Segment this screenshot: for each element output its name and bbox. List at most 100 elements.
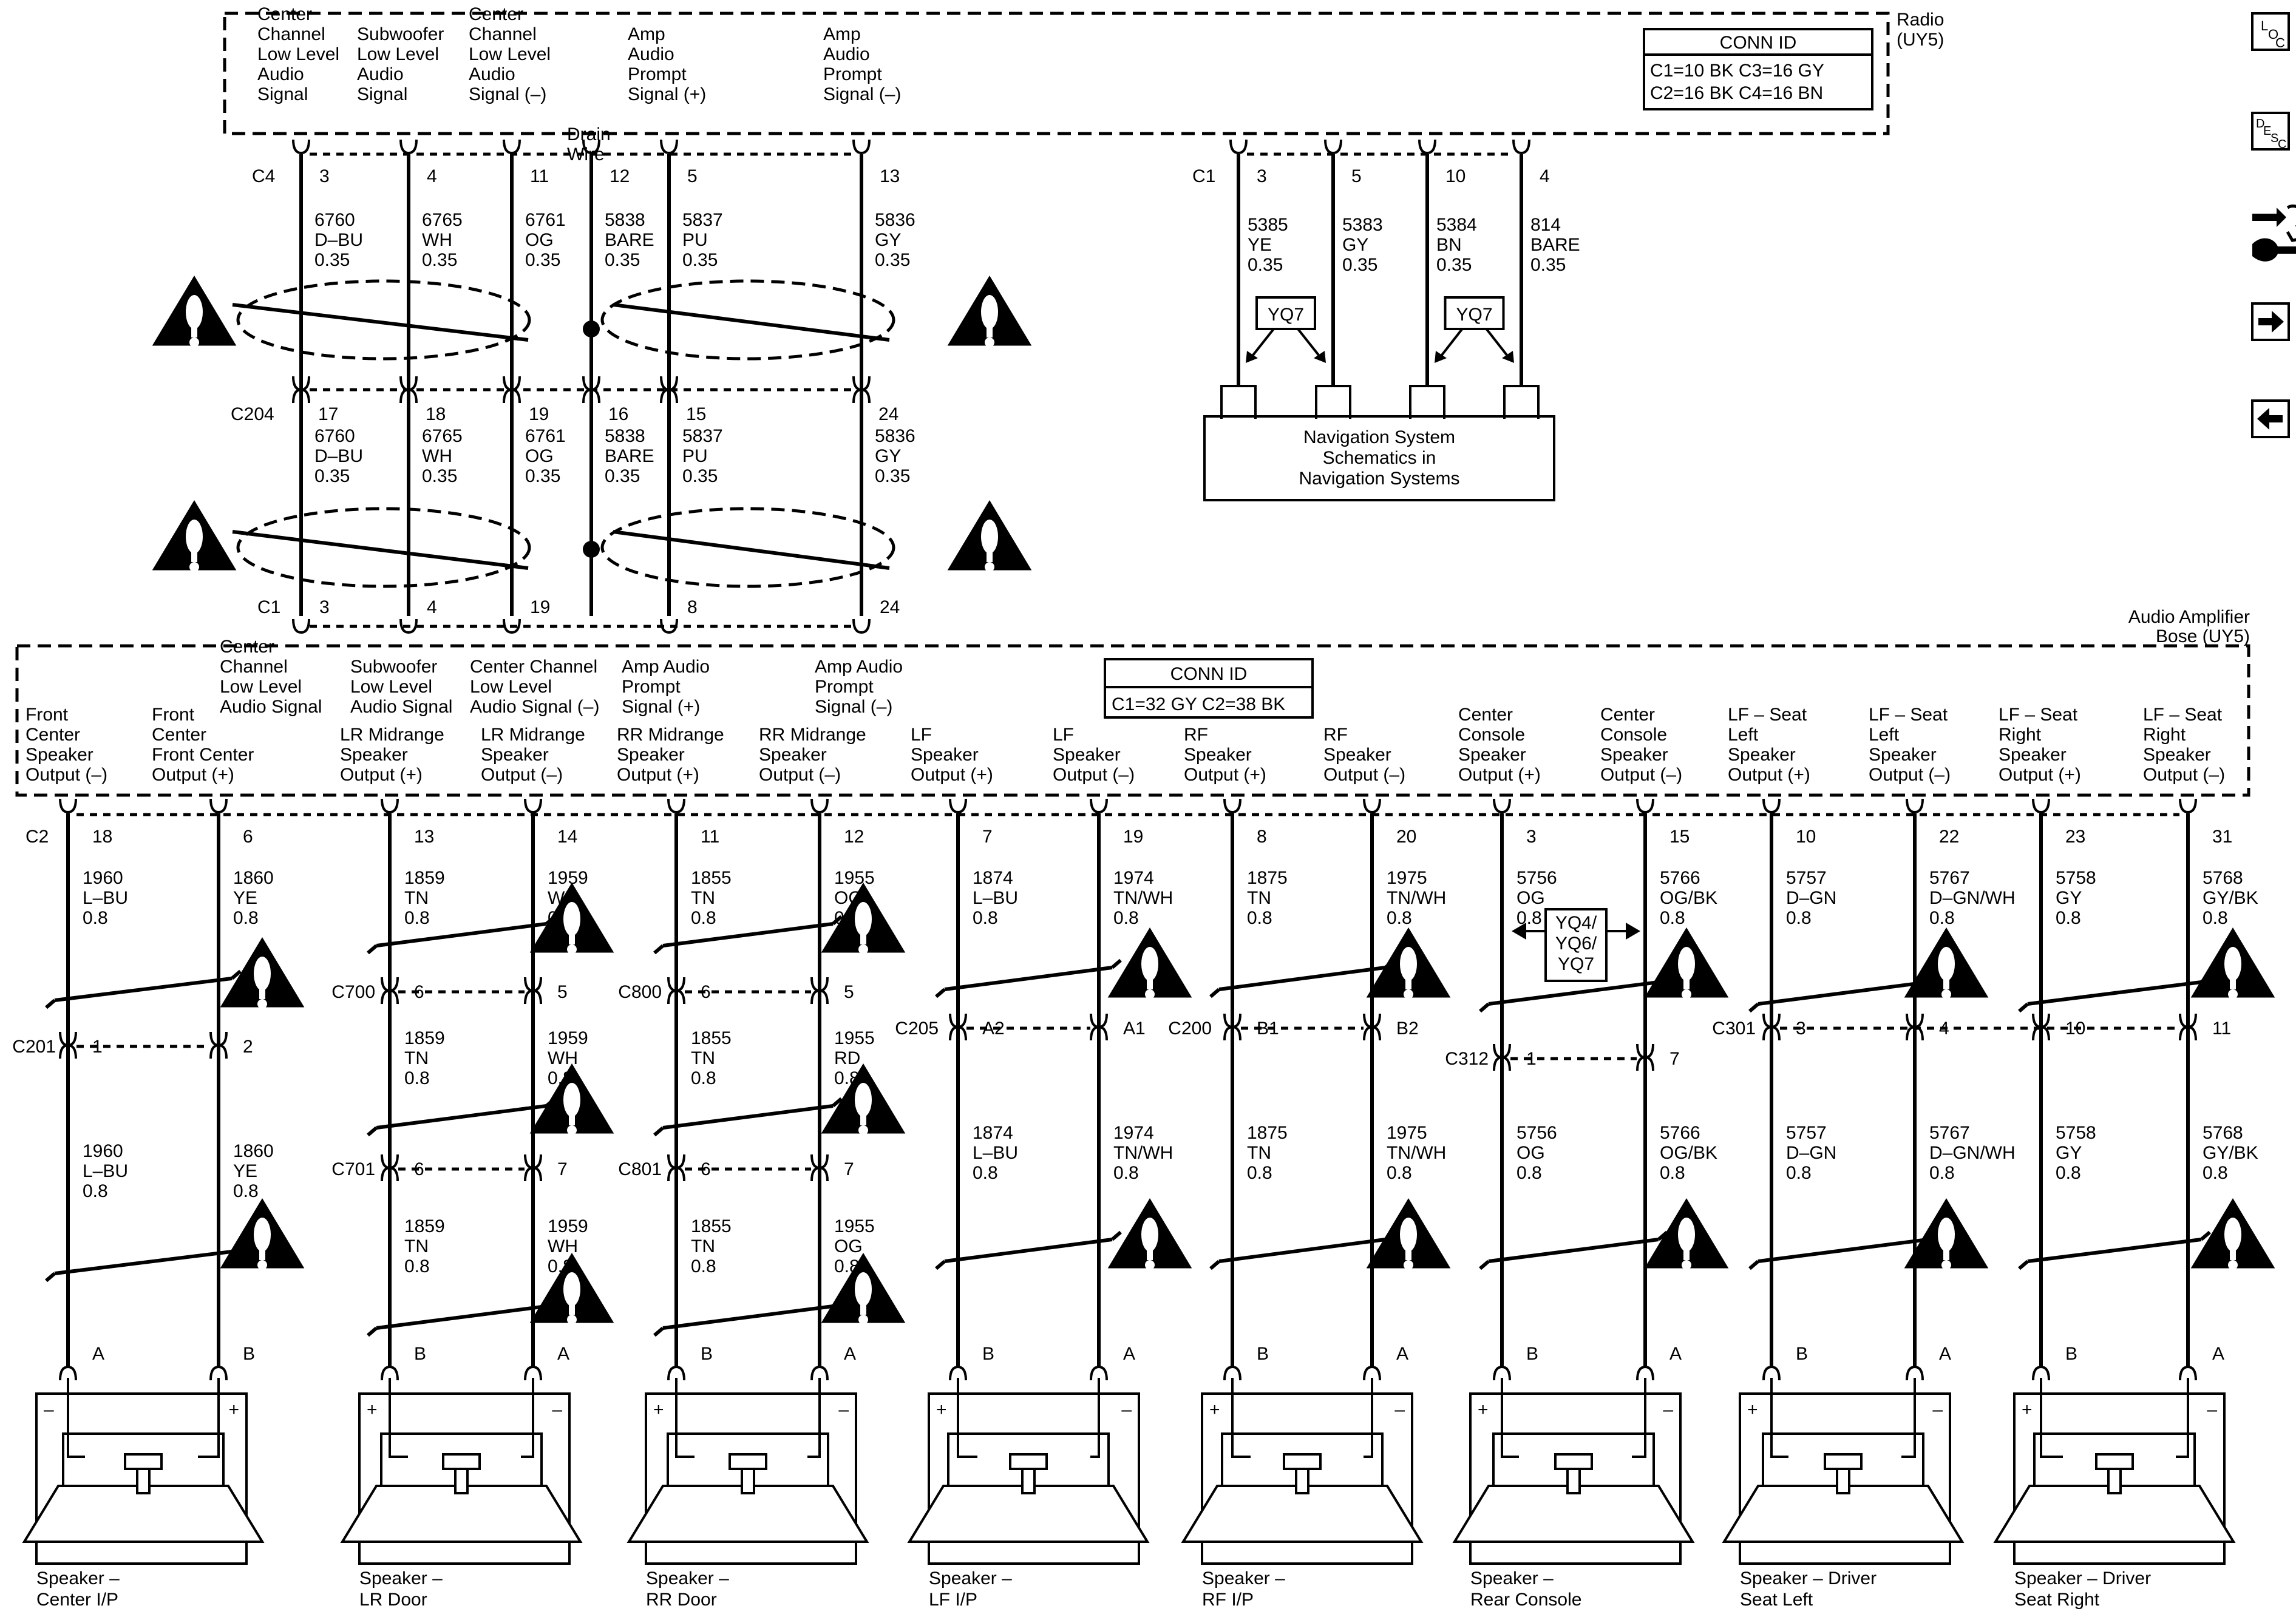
yq-console-line: YQ4/ xyxy=(1555,913,1597,933)
c1-pin-number: 10 xyxy=(1445,166,1466,186)
speaker-lead xyxy=(1364,1378,1373,1458)
twisted-pair-tick xyxy=(935,988,946,998)
amp-c2-pin xyxy=(2032,798,2050,814)
amplifier-name: Audio Amplifier xyxy=(2128,607,2250,627)
c1-pin xyxy=(1324,139,1342,155)
speaker-name: Speaker – xyxy=(929,1568,1012,1588)
radio-conn-id-line1: C1=10 BK C3=16 GY xyxy=(1650,61,1824,81)
amp-output-2-line: Output (+) xyxy=(340,765,423,785)
radio-conn-id-line2: C2=16 BK C4=16 BN xyxy=(1650,83,1823,103)
speaker-pin-label: A xyxy=(1123,1344,1135,1364)
amp-output-4-line: Output (+) xyxy=(617,765,699,785)
exclamation-stem xyxy=(1683,1247,1690,1260)
lower-wire-color: OG/BK xyxy=(1660,1143,1717,1163)
c204-wire-color: D–BU xyxy=(314,446,363,466)
twisted-pair-tick xyxy=(1748,1002,1759,1013)
speaker-lead xyxy=(521,1378,534,1458)
exclamation-dot xyxy=(1682,1260,1691,1270)
exclamation-stem xyxy=(2230,976,2236,989)
upper-wire-size: 0.8 xyxy=(83,908,108,928)
lower-wire-circuit: 1975 xyxy=(1387,1123,1427,1143)
door-mid-wire-color: TN xyxy=(404,1048,429,1068)
upper-wire-circuit: 1960 xyxy=(83,868,123,888)
arrowhead xyxy=(1502,351,1514,363)
upper-wire-size: 0.8 xyxy=(2056,908,2081,928)
yq-arrow xyxy=(1485,328,1510,359)
twisted-pair-line xyxy=(376,1104,547,1130)
tool-arrows-icon[interactable] xyxy=(2252,204,2296,262)
upper-wire-size: 0.8 xyxy=(1929,908,1955,928)
lower-wire-size: 0.8 xyxy=(2056,1163,2081,1183)
amp-output-1-line: Output (+) xyxy=(152,765,234,785)
c4-pin-number: 3 xyxy=(319,166,330,186)
radio-signal-1-line: Signal xyxy=(357,84,407,104)
lower-wire-size: 0.8 xyxy=(1247,1163,1272,1183)
loc-button[interactable]: LOC xyxy=(2251,12,2290,51)
upper-wire-size: 0.8 xyxy=(691,908,716,928)
exclamation-bar xyxy=(1678,947,1695,981)
lower-wire-color: D–GN xyxy=(1786,1143,1836,1163)
upper-wire-circuit: 5758 xyxy=(2056,868,2096,888)
exclamation-stem xyxy=(569,931,575,944)
c204-pin-number: 16 xyxy=(608,404,628,424)
connector-c1-label: C1 xyxy=(1192,166,1215,186)
shield-ellipse-right xyxy=(600,279,895,361)
c205-pin-bottom xyxy=(949,1025,967,1041)
twisted-pair-tick xyxy=(935,1259,946,1270)
amp-c2-pin xyxy=(1906,798,1924,814)
exclamation-bar xyxy=(855,1272,872,1306)
exclamation-bar xyxy=(1938,1218,1955,1252)
amp-c1-pin-number: 24 xyxy=(880,597,900,617)
speaker-lead xyxy=(675,1378,695,1458)
lower-wire-color: WH xyxy=(548,1236,578,1256)
navigation-line1: Navigation System xyxy=(1303,427,1455,447)
c1-pin-number: 5 xyxy=(1351,166,1362,186)
amp-output-14-line: Right xyxy=(1999,725,2042,745)
c700-pin-number: 5 xyxy=(557,982,568,1002)
amp-output-6-line: LF xyxy=(911,725,932,745)
c204-wire-circuit: 6760 xyxy=(314,426,355,446)
c1-wire-circuit: 5384 xyxy=(1436,215,1477,235)
amp-c2-label: C2 xyxy=(25,827,49,847)
c800-pin-bottom xyxy=(810,989,829,1005)
lower-wire-color: TN/WH xyxy=(1113,1143,1173,1163)
c204-pin-number: 17 xyxy=(318,404,338,424)
exclamation-bar xyxy=(563,1083,580,1117)
lower-wire-color: TN xyxy=(404,1236,429,1256)
speaker-pin-label: B xyxy=(414,1344,426,1364)
upper-wire-color: TN xyxy=(404,888,429,908)
c4-wire-size: 0.35 xyxy=(314,250,350,270)
speaker-coil-stem xyxy=(1021,1468,1036,1494)
amp-c2-pin-number: 10 xyxy=(1796,827,1816,847)
speaker-pin-label: A xyxy=(1669,1344,1682,1364)
upper-wire-color: L–BU xyxy=(83,888,128,908)
speaker-polarity: + xyxy=(367,1400,378,1420)
previous-page-button[interactable] xyxy=(2251,399,2290,438)
speaker-polarity: + xyxy=(1209,1400,1220,1420)
c1-wire-color: GY xyxy=(1342,235,1368,255)
twisted-pair-line xyxy=(613,530,890,570)
yq-console-box xyxy=(1544,908,1608,982)
exclamation-stem xyxy=(860,931,866,944)
left-arrow-icon xyxy=(2257,408,2283,430)
amp-output-0-line: Speaker xyxy=(25,745,93,765)
speaker-polarity: + xyxy=(653,1400,664,1420)
lower-wire-circuit: 1974 xyxy=(1113,1123,1154,1143)
arrowhead xyxy=(1246,351,1258,363)
amp-input-signal-4-line: Signal (–) xyxy=(815,697,892,717)
speaker-coil-stem xyxy=(1295,1468,1309,1494)
speaker-pin xyxy=(2179,1365,2197,1381)
radio-name: Radio xyxy=(1897,10,1944,30)
exclamation-bar xyxy=(1938,947,1955,981)
amp-c2-pin-number: 23 xyxy=(2065,827,2085,847)
twisted-pair-line xyxy=(376,1304,547,1330)
radio-signal-0-line: Channel xyxy=(257,24,325,44)
amp-c2-pin-number: 14 xyxy=(557,827,577,847)
c204-pin-bottom xyxy=(292,388,310,404)
lower-wire-size: 0.8 xyxy=(233,1181,259,1201)
speaker-cone xyxy=(1181,1485,1424,1543)
next-page-button[interactable] xyxy=(2251,302,2290,341)
amp-output-3-line: Output (–) xyxy=(481,765,563,785)
